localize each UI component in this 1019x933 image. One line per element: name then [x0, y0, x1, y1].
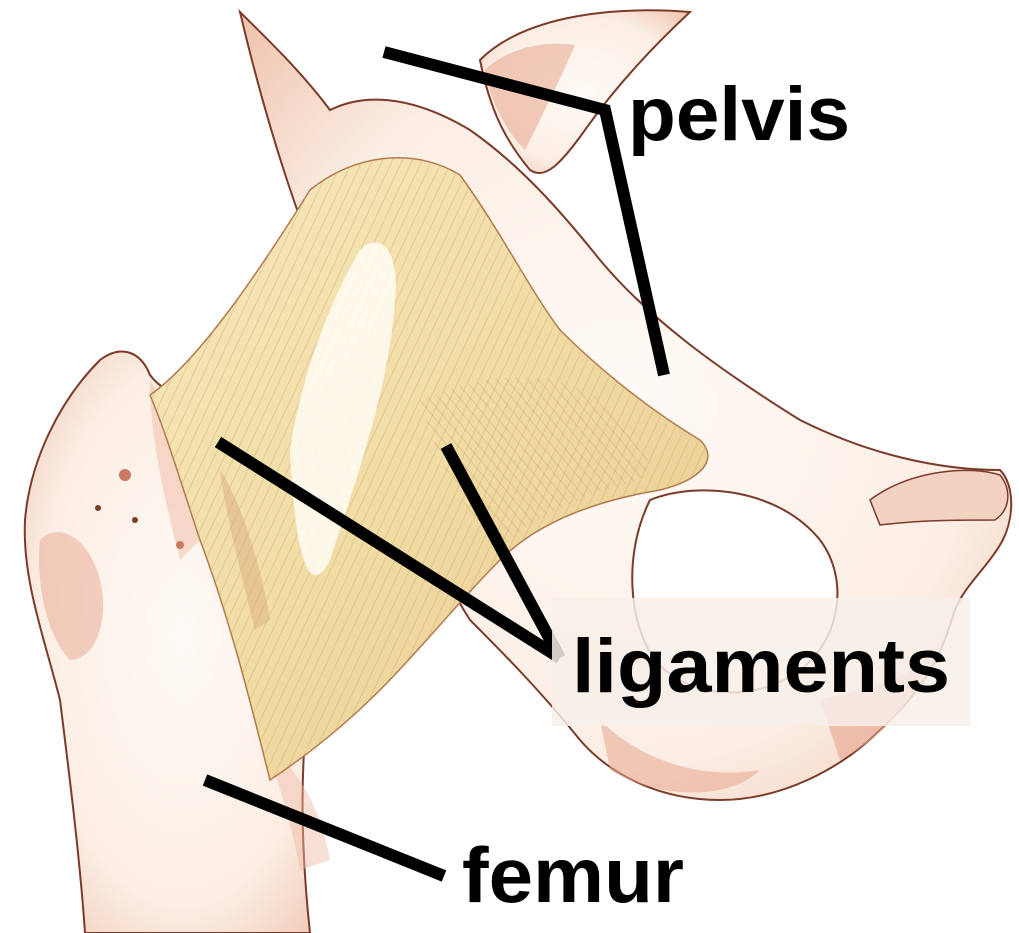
ligaments-label: ligaments	[572, 624, 950, 709]
pelvis-label: pelvis	[628, 72, 850, 157]
femur-label: femur	[462, 831, 684, 919]
